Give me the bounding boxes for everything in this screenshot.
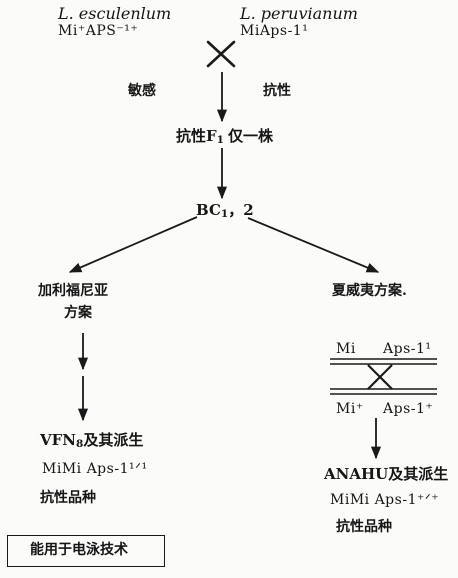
- chrom-bottom-gene2: Aps-1⁺: [383, 401, 434, 417]
- note-box: [7, 535, 165, 567]
- bc-suffix: ，2: [228, 201, 254, 219]
- f1-label: 抗性F: [176, 127, 217, 145]
- arrow-bc-to-hawaii: [247, 217, 380, 273]
- trait-resistant-label: 抗性: [263, 83, 291, 99]
- hawaii-result-suffix: 及其派生: [388, 465, 449, 483]
- hawaii-result-line: ANAHU及其派生: [324, 467, 448, 482]
- chrom-bottom-gene1: Mi⁺: [336, 401, 364, 417]
- california-result-genotype: MiMi Aps-1¹ᐟ¹: [42, 461, 148, 477]
- california-scheme-subtitle: 方案: [64, 305, 92, 321]
- f1-note: 仅一株: [227, 127, 273, 145]
- california-result-line: VFN8及其派生: [40, 431, 144, 451]
- california-scheme-title: 加利福尼亚: [38, 283, 108, 299]
- left-parent-genotype: Mi⁺APS⁻¹⁺: [58, 23, 139, 39]
- chromosome-crossover: [330, 358, 437, 395]
- hawaii-scheme-title: 夏威夷方案.: [332, 283, 407, 299]
- california-result-subscript: 8: [76, 438, 84, 451]
- hawaii-result-name: ANAHU: [324, 465, 389, 483]
- note-text: 能用于电泳技术: [30, 542, 128, 558]
- f1-subscript: 1: [216, 134, 224, 147]
- chrom-top-gene1: Mi: [336, 341, 356, 357]
- california-result-suffix: 及其派生: [83, 431, 144, 449]
- left-parent-species: L. esculenlum: [58, 4, 172, 23]
- bc-subscript: 1: [220, 208, 229, 221]
- hawaii-variety-label: 抗性品种: [336, 519, 392, 535]
- hawaii-result-genotype: MiMi Aps-1⁺ᐟ⁺: [330, 492, 440, 508]
- right-parent-genotype: MiAps-1¹: [240, 23, 309, 39]
- bc-label: BC: [196, 201, 221, 219]
- backcross-generation-label: BC1，2: [196, 201, 254, 221]
- arrow-bc-to-california: [68, 216, 198, 273]
- california-variety-label: 抗性品种: [40, 490, 96, 506]
- chrom-top-gene2: Aps-1¹: [383, 341, 432, 357]
- right-parent-species: L. peruvianum: [240, 4, 358, 23]
- california-result-name: VFN: [40, 431, 76, 449]
- trait-sensitive-label: 敏感: [128, 83, 156, 99]
- cross-symbol: [206, 40, 236, 68]
